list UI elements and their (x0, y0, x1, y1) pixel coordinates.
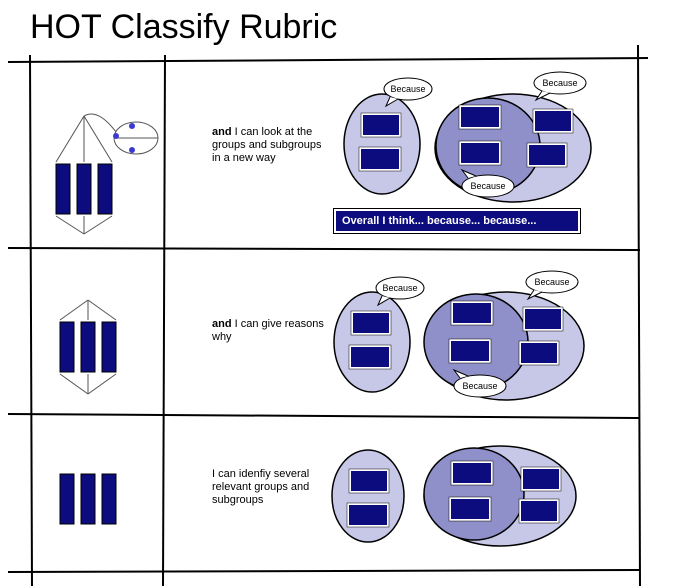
row2-bubble-2: Because (534, 277, 569, 287)
row2-classify-icon (59, 299, 117, 395)
row1-description: and I can look at the groups and subgrou… (212, 126, 332, 165)
row2-groups-diagram: Because Because Because (333, 270, 585, 401)
row3-groups-diagram (331, 445, 577, 547)
row1-bold: and (212, 126, 232, 138)
row2-bubble-3: Because (462, 381, 497, 391)
row2-text: I can give reasons why (212, 318, 324, 343)
row1-groups-diagram: Because Because Because (343, 71, 592, 203)
row2-description: and I can give reasons why (212, 318, 332, 344)
page-title: HOT Classify Rubric (30, 8, 338, 46)
row1-text: I can look at the groups and subgroups i… (212, 126, 322, 164)
row1-bubble-3: Because (470, 181, 505, 191)
row3-classify-icon (59, 473, 117, 525)
row3-text: I can idenfiy several relevant groups an… (212, 468, 310, 506)
row2-bubble-1: Because (382, 283, 417, 293)
overall-banner: Overall I think... because... because... (333, 208, 581, 234)
row1-classify-icon (55, 113, 159, 235)
row3-description: I can idenfiy several relevant groups an… (212, 468, 332, 507)
row2-bold: and (212, 318, 232, 330)
row1-bubble-2: Because (542, 78, 577, 88)
row1-bubble-1: Because (390, 84, 425, 94)
